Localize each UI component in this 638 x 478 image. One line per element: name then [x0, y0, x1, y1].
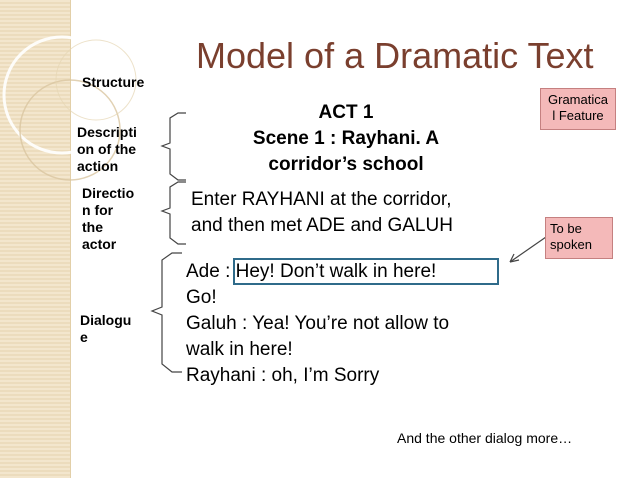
description-label: Descripti on of the action [77, 124, 137, 174]
act-scene-block: ACT 1 Scene 1 : Rayhani. A corridor’s sc… [196, 100, 496, 178]
direction-line-2: and then met ADE and GALUH [191, 215, 453, 236]
slide-title: Model of a Dramatic Text [196, 35, 594, 76]
direction-text: Enter RAYHANI at the corridor, and then … [191, 187, 453, 239]
dialogue-line: Galuh : Yea! You’re not allow to [186, 313, 450, 334]
dialogue-text: Ade : Hey! Don’t walk in here! Go! Galuh… [186, 259, 449, 389]
direction-line-1: Enter RAYHANI at the corridor, [191, 189, 452, 210]
footnote: And the other dialog more… [397, 430, 573, 446]
arrow-head [509, 253, 520, 263]
highlight-box [233, 258, 499, 285]
grammatical-feature-box: Gramatica l Feature [540, 88, 616, 130]
to-be-spoken-box: To be spoken [545, 217, 613, 259]
dialogue-line: Ade : Hey! Don’t walk in here! [186, 261, 437, 282]
act-line: ACT 1 [318, 102, 374, 123]
brace-dialogue [150, 252, 182, 373]
dialogue-line: Go! [186, 287, 217, 308]
direction-label: Directio n for the actor [82, 185, 135, 252]
brace-description [160, 112, 186, 181]
decorative-sidebar [0, 0, 71, 478]
dialogue-line: Rayhani : oh, I’m Sorry [186, 365, 380, 386]
scene-line: Scene 1 : Rayhani. A [252, 128, 440, 149]
dialogue-label: Dialogu e [80, 312, 132, 345]
structure-label: Structure [82, 74, 145, 90]
dialogue-line: walk in here! [186, 339, 293, 360]
brace-direction [160, 181, 186, 245]
setting-line: corridor’s school [268, 154, 424, 175]
arrow-to-highlight [509, 236, 547, 263]
